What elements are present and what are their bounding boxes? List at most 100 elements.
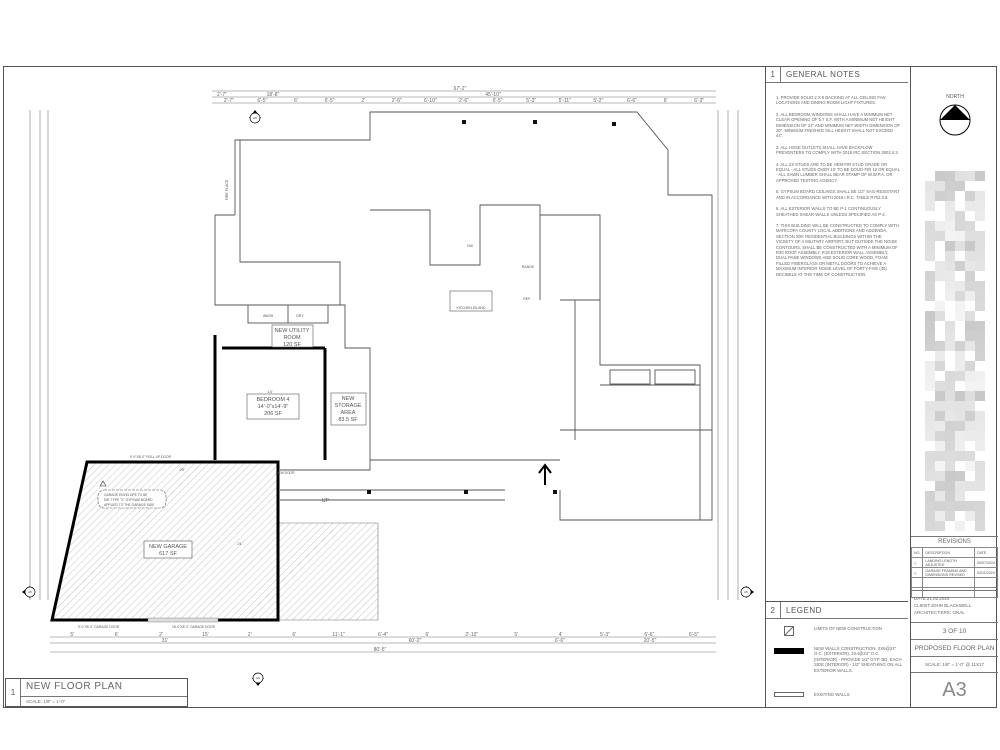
mosaic-cell [955, 421, 965, 431]
mosaic-cell [965, 201, 975, 211]
mosaic-cell [975, 521, 985, 531]
mosaic-cell [945, 191, 955, 201]
mosaic-cell [975, 411, 985, 421]
dimension-label: 6'-5" [493, 98, 503, 104]
mosaic-cell [945, 511, 955, 521]
mosaic-cell [975, 371, 985, 381]
mosaic-cell [955, 211, 965, 221]
garage-door-1-label: 9'-0"X8'-0" GARAGE DOOR [78, 625, 120, 629]
mosaic-cell [965, 311, 975, 321]
mosaic-cell [955, 341, 965, 351]
mosaic-cell [945, 251, 955, 261]
dimension-label: 6'-5" [325, 98, 335, 104]
mosaic-cell [975, 251, 985, 261]
rollup-door-label: 9'-0"X8'-0" ROLL UP DOOR [130, 455, 172, 459]
mosaic-cell [925, 281, 935, 291]
sheet-number: A3 [911, 672, 998, 708]
mosaic-cell [965, 191, 975, 201]
mosaic-cell [945, 371, 955, 381]
section-marker-icon: A5 [22, 586, 36, 598]
mosaic-cell [965, 461, 975, 471]
rev-date: 04/11/2024 [974, 567, 998, 578]
dimension-label: 2' [361, 98, 365, 104]
garage-width: 29' [179, 467, 184, 472]
mosaic-cell [955, 441, 965, 451]
mosaic-cell [965, 251, 975, 261]
mosaic-cell [975, 291, 985, 301]
mosaic-cell [925, 371, 935, 381]
dimension-label: 6'-6" [627, 98, 637, 104]
legend-item: LIMITS OF NEW CONSTRUCTION [814, 626, 883, 631]
mosaic-cell [955, 471, 965, 481]
storage-label: NEW [342, 396, 356, 402]
mosaic-cell [925, 411, 935, 421]
rev-description: LANDING LENGTH ADJUSTED [922, 557, 975, 568]
mosaic-cell [945, 391, 955, 401]
north-label: NORTH [946, 94, 964, 100]
mosaic-cell [935, 381, 945, 391]
rev-header: NO. [910, 547, 924, 558]
garage-note-3: APPLIED TO THE GARAGE SIDE [104, 503, 155, 507]
mosaic-cell [945, 401, 955, 411]
mosaic-cell [935, 261, 945, 271]
mosaic-cell [955, 391, 965, 401]
new-walls [213, 335, 327, 460]
storage-label-3: AREA [341, 410, 356, 416]
note-item: 5. GYPSUM BOARD CEILINGS SHALL BE 1/2" S… [776, 189, 900, 200]
section-marker-label: A5 [744, 590, 748, 594]
dim-bottom-mid: 6'-6" [555, 638, 565, 644]
new-wall-swatch-icon [774, 648, 804, 654]
section-marker-label: A5 [253, 116, 257, 120]
mosaic-cell [975, 441, 985, 451]
dimension-label: 15' [202, 632, 209, 638]
mosaic-cell [925, 201, 935, 211]
mosaic-cell [975, 301, 985, 311]
kitchen-island-label: KITCHEN ISLAND [457, 306, 486, 310]
mosaic-cell [965, 481, 975, 491]
notes-number: 1 [766, 66, 781, 82]
mosaic-cell [945, 181, 955, 191]
dimension-lines [29, 90, 739, 653]
mosaic-cell [965, 341, 975, 351]
section-marker-label: A5 [28, 590, 32, 594]
mosaic-cell [935, 341, 945, 351]
mosaic-cell [965, 511, 975, 521]
mosaic-cell [965, 381, 975, 391]
mosaic-cell [935, 391, 945, 401]
mosaic-cell [935, 181, 945, 191]
storage-area: 83.5 SF [338, 417, 358, 423]
dimension-label: 6' [294, 98, 298, 104]
notes-list: 1. PROVIDE SOLID 2 X 6 BACKING AT ALL CE… [766, 83, 908, 277]
mosaic-cell [975, 341, 985, 351]
mosaic-cell [955, 501, 965, 511]
mosaic-cell [965, 291, 975, 301]
dimension-label: 2'-10" [465, 632, 478, 638]
mosaic-cell [955, 521, 965, 531]
revision-triangle-icon [99, 480, 107, 487]
mosaic-cell [955, 291, 965, 301]
bedroom-label: BEDROOM 4 [256, 397, 289, 403]
mosaic-cell [925, 511, 935, 521]
section-markers: A5 A5 A5 A5 [22, 110, 754, 686]
rev-description: GARAGE FRAMING AND DIMENSIONS REVISED [922, 567, 975, 578]
mosaic-cell [925, 331, 935, 341]
garage-label: NEW GARAGE [149, 544, 187, 550]
dimension-label: 2' [248, 632, 252, 638]
legend-number: 2 [766, 602, 781, 618]
note-item: 7. THIS BUILDING WILL BE CONSTRUCTED TO … [776, 222, 900, 277]
mosaic-cell [935, 351, 945, 361]
mosaic-cell [975, 421, 985, 431]
dim-top-mid: 45'-10" [485, 92, 501, 98]
mosaic-cell [935, 501, 945, 511]
mosaic-cell [975, 461, 985, 471]
mosaic-cell [975, 501, 985, 511]
redacted-logo [925, 171, 985, 531]
mosaic-cell [935, 461, 945, 471]
garage-note-cloud [97, 489, 167, 509]
revisions-title: REVISIONS [911, 536, 998, 547]
mosaic-cell [965, 401, 975, 411]
mosaic-cell [975, 201, 985, 211]
mosaic-cell [975, 281, 985, 291]
section-marker-icon: A5 [740, 586, 754, 598]
dimension-label: 11'-1" [332, 632, 345, 638]
